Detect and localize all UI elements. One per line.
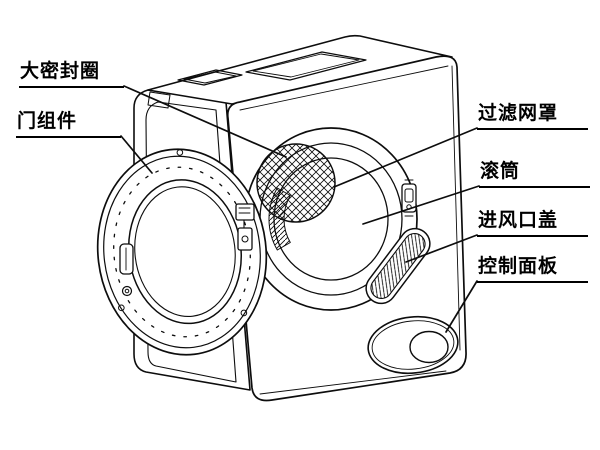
leader-door-assembly [120, 135, 153, 174]
label-filter-cover: 过滤网罩 [477, 103, 588, 130]
door-window-inner [134, 186, 236, 317]
top-recess-large [245, 51, 367, 81]
label-seal-ring: 大密封圈 [19, 61, 124, 88]
door-screw [240, 309, 248, 317]
air-inlet-vent [365, 227, 431, 305]
control-panel-oval [367, 315, 459, 375]
drum-opening [244, 127, 418, 311]
label-drum: 滚筒 [479, 161, 590, 188]
door-outer-ring [96, 148, 268, 356]
door-hinge [235, 203, 255, 251]
leader-seal-ring [123, 85, 287, 158]
leader-control-panel [445, 280, 478, 333]
front-panel-bottom-seam [259, 370, 447, 395]
top-recess-small [177, 69, 243, 86]
label-air-inlet-cover: 进风口盖 [477, 210, 588, 237]
door-handle [119, 243, 134, 297]
side-panel-corner-plate [147, 91, 171, 109]
filter-mesh [256, 143, 336, 223]
side-panel-inset [145, 101, 237, 383]
leader-air-inlet [405, 234, 478, 263]
door-screw [118, 304, 125, 312]
leader-filter-cover [333, 127, 478, 188]
top-recess-small-inner [183, 71, 237, 84]
top-recess-large-inner [252, 53, 360, 78]
door-screw [176, 149, 184, 156]
label-control-panel: 控制面板 [477, 256, 588, 283]
leader-lines [120, 85, 480, 333]
label-door-assembly: 门组件 [16, 111, 121, 138]
door-latch [401, 179, 417, 217]
top-panel [147, 34, 453, 105]
leader-drum [362, 185, 480, 225]
front-panel-right-seam [451, 65, 461, 351]
front-panel-top-seam [239, 65, 449, 111]
control-dial [409, 330, 449, 364]
